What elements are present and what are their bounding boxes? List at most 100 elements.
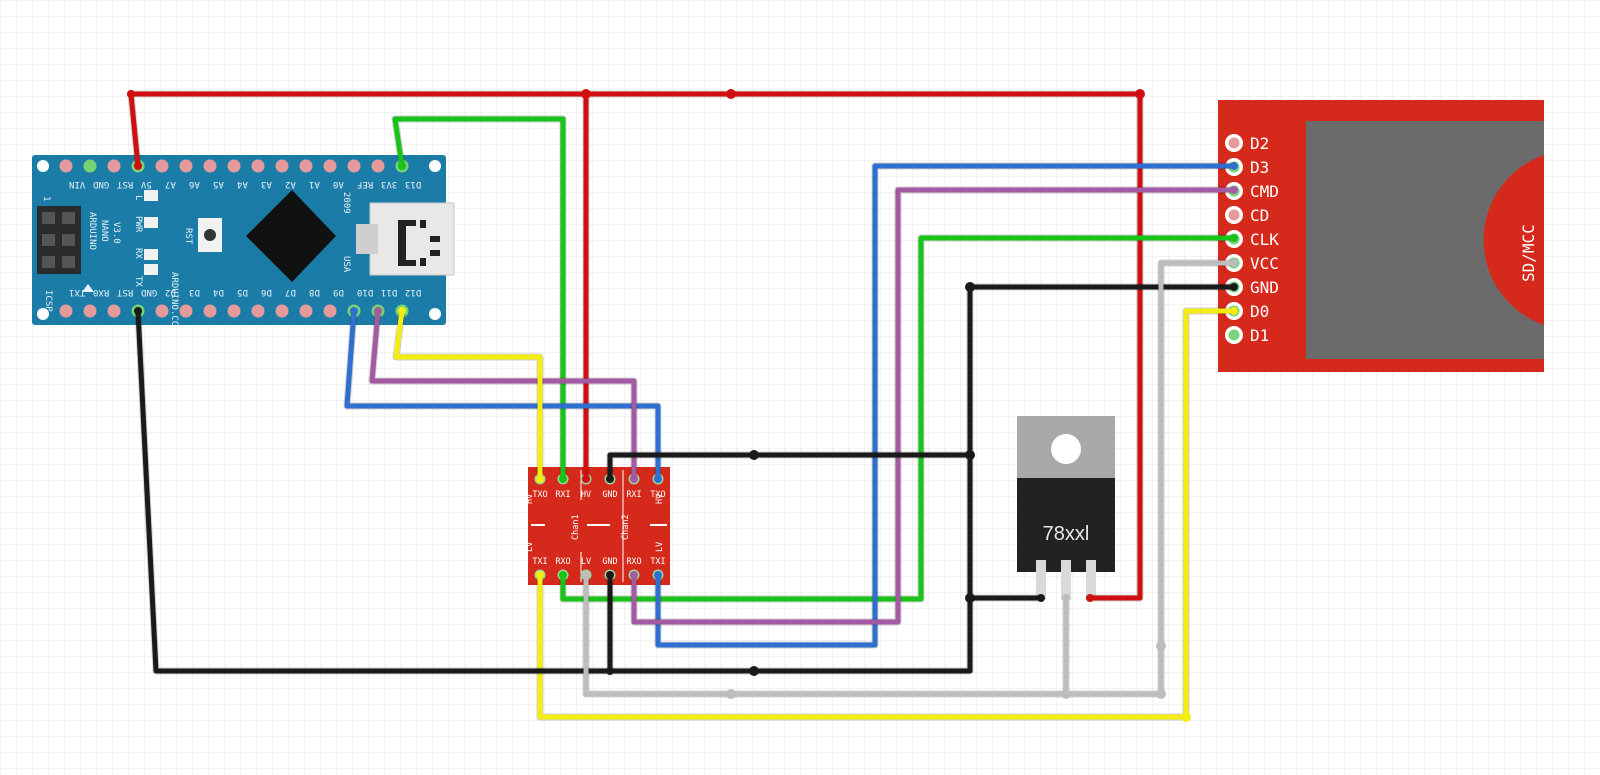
nano-board <box>32 155 446 325</box>
wire-endpoint <box>398 307 406 315</box>
icsp-pin1-label: 1 <box>41 196 51 201</box>
nano-pin-label: D11 <box>381 287 397 297</box>
wire-endpoint <box>1230 283 1238 291</box>
level-shifter-hv-right: HV <box>655 494 665 504</box>
nano-pin-label: RST <box>116 287 133 297</box>
level-shifter-pin-label: GND <box>602 557 617 567</box>
wire-endpoint <box>606 667 614 675</box>
nano-pin-d6[interactable] <box>251 304 265 318</box>
nano-pin-label: D6 <box>261 287 272 297</box>
nano-pin-d2[interactable] <box>155 304 169 318</box>
voltage-regulator-78xxl[interactable]: 78xxl <box>1017 416 1115 600</box>
sd-pin-d1[interactable] <box>1228 329 1240 341</box>
level-shifter-pin-label: HV <box>581 490 591 500</box>
nano-pin-label: REF <box>357 179 373 189</box>
nano-title-line-2: NANO <box>99 220 109 242</box>
level-shifter-pin-label: RXI <box>626 490 641 500</box>
nano-pin-rst[interactable] <box>107 159 121 173</box>
website-label: ARDUINO.CC <box>169 272 179 326</box>
channel-2-label: Chan2 <box>621 514 631 540</box>
nano-pin-label: A6 <box>189 179 200 189</box>
nano-pin-d5[interactable] <box>227 304 241 318</box>
level-shifter-lv-left: LV <box>525 542 535 552</box>
wire-yellow-d12[interactable] <box>393 308 543 482</box>
sd-pin-label: D3 <box>1250 158 1269 177</box>
level-shifter-pin-label: TXI <box>532 557 547 567</box>
level-shifter-pin-label: RXO <box>555 557 570 567</box>
reset-button-cap <box>204 229 216 241</box>
nano-pin-d8[interactable] <box>299 304 313 318</box>
nano-pin-a2[interactable] <box>275 159 289 173</box>
wire-black-ls-gnd-top[interactable] <box>607 452 973 482</box>
nano-pin-ref[interactable] <box>347 159 361 173</box>
sd-pin-d2[interactable] <box>1228 137 1240 149</box>
wire-endpoint <box>1230 186 1238 194</box>
led-label-tx: TX <box>133 276 143 287</box>
nano-pin-label: GND <box>93 179 109 189</box>
level-shifter-pin-label: TXI <box>650 557 665 567</box>
regulator-lead-1 <box>1036 560 1046 600</box>
nano-pin-a5[interactable] <box>203 159 217 173</box>
wire-blue-d10[interactable] <box>344 308 661 482</box>
wire-endpoint <box>1230 234 1238 242</box>
wire-green-clk[interactable] <box>560 235 1237 602</box>
wire-junction <box>726 689 736 699</box>
usb-icon <box>398 220 440 266</box>
wire-endpoint <box>559 571 567 579</box>
nano-pin-rst[interactable] <box>107 304 121 318</box>
sd-pin-label: CD <box>1250 206 1269 225</box>
reset-label: RST <box>183 228 193 245</box>
wire-junction <box>581 89 591 99</box>
nano-pin-gnd[interactable] <box>83 159 97 173</box>
nano-pin-a4[interactable] <box>227 159 241 173</box>
nano-pin-vin[interactable] <box>59 159 73 173</box>
nano-pin-rx0[interactable] <box>83 304 97 318</box>
nano-pin-d7[interactable] <box>275 304 289 318</box>
nano-pin-label: A5 <box>213 179 224 189</box>
wire-red-5v-drop[interactable] <box>128 91 141 169</box>
level-shifter-pin-label: RXI <box>555 490 570 500</box>
wire-purple-d11[interactable] <box>369 308 637 482</box>
wires <box>127 89 1238 722</box>
regulator-lead-2 <box>1061 560 1071 600</box>
nano-pin-a0[interactable] <box>323 159 337 173</box>
nano-pin-3v3[interactable] <box>371 159 385 173</box>
level-shifter-hv-left: HV <box>525 494 535 504</box>
wire-junction <box>749 666 759 676</box>
microcontroller-chip <box>246 190 336 282</box>
sd-pin-label: CLK <box>1250 230 1279 249</box>
wire-endpoint <box>398 162 406 170</box>
nano-pin-a3[interactable] <box>251 159 265 173</box>
nano-pin-a7[interactable] <box>155 159 169 173</box>
wire-green-d13[interactable] <box>392 116 566 482</box>
mounting-hole <box>37 308 49 320</box>
nano-pin-a6[interactable] <box>179 159 193 173</box>
wire-endpoint <box>582 475 590 483</box>
wire-endpoint <box>1037 594 1045 602</box>
nano-pin-d3[interactable] <box>179 304 193 318</box>
sd-pin-label: D0 <box>1250 302 1269 321</box>
wire-red-5v[interactable] <box>128 91 1143 601</box>
wire-endpoint <box>606 475 614 483</box>
sd-pin-cd[interactable] <box>1228 209 1240 221</box>
nano-pin-label: D8 <box>309 287 320 297</box>
nano-pin-a1[interactable] <box>299 159 313 173</box>
nano-pin-label: 3V3 <box>381 179 397 189</box>
wire-junction <box>1135 89 1145 99</box>
led-label-rx: RX <box>133 248 143 259</box>
nano-title-line-1: ARDUINO <box>87 212 97 250</box>
nano-pin-label: A0 <box>333 179 344 189</box>
nano-pin-d9[interactable] <box>323 304 337 318</box>
wire-endpoint <box>1086 594 1094 602</box>
nano-pin-label: GND <box>141 287 157 297</box>
wire-junction <box>1061 689 1071 699</box>
wire-endpoint <box>127 90 135 98</box>
wire-purple-cmd[interactable] <box>631 187 1237 625</box>
nano-pin-label: RX0 <box>93 287 109 297</box>
nano-pin-d4[interactable] <box>203 304 217 318</box>
nano-pin-tx1[interactable] <box>59 304 73 318</box>
wire-black-gnd[interactable] <box>135 284 1237 674</box>
